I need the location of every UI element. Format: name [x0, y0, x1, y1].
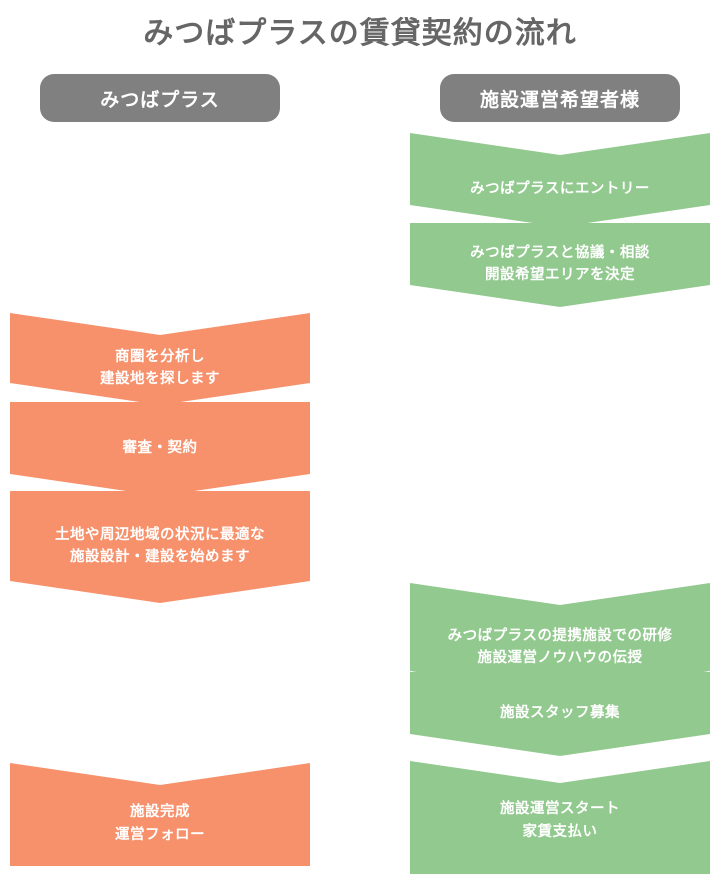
step-operation-start: 施設運営スタート 家賃支払い	[410, 761, 710, 874]
step-staff-recruitment: 施設スタッフ募集	[410, 672, 710, 756]
step-completion: 施設完成 運営フォロー	[10, 763, 310, 866]
step-market-analysis: 商圏を分析し 建設地を探します	[10, 313, 310, 405]
step-entry: みつばプラスにエントリー	[410, 133, 710, 227]
step-review-contract: 審査・契約	[10, 402, 310, 496]
step-consultation: みつばプラスと協議・相談 開設希望エリアを決定	[410, 223, 710, 307]
left-column-header: みつばプラス	[40, 74, 280, 122]
right-column-header: 施設運営希望者様	[440, 74, 680, 122]
diagram-title: みつばプラスの賃貸契約の流れ	[143, 16, 577, 51]
step-design-construction: 土地や周辺地域の状況に最適な 施設設計・建設を始めます	[10, 491, 310, 603]
